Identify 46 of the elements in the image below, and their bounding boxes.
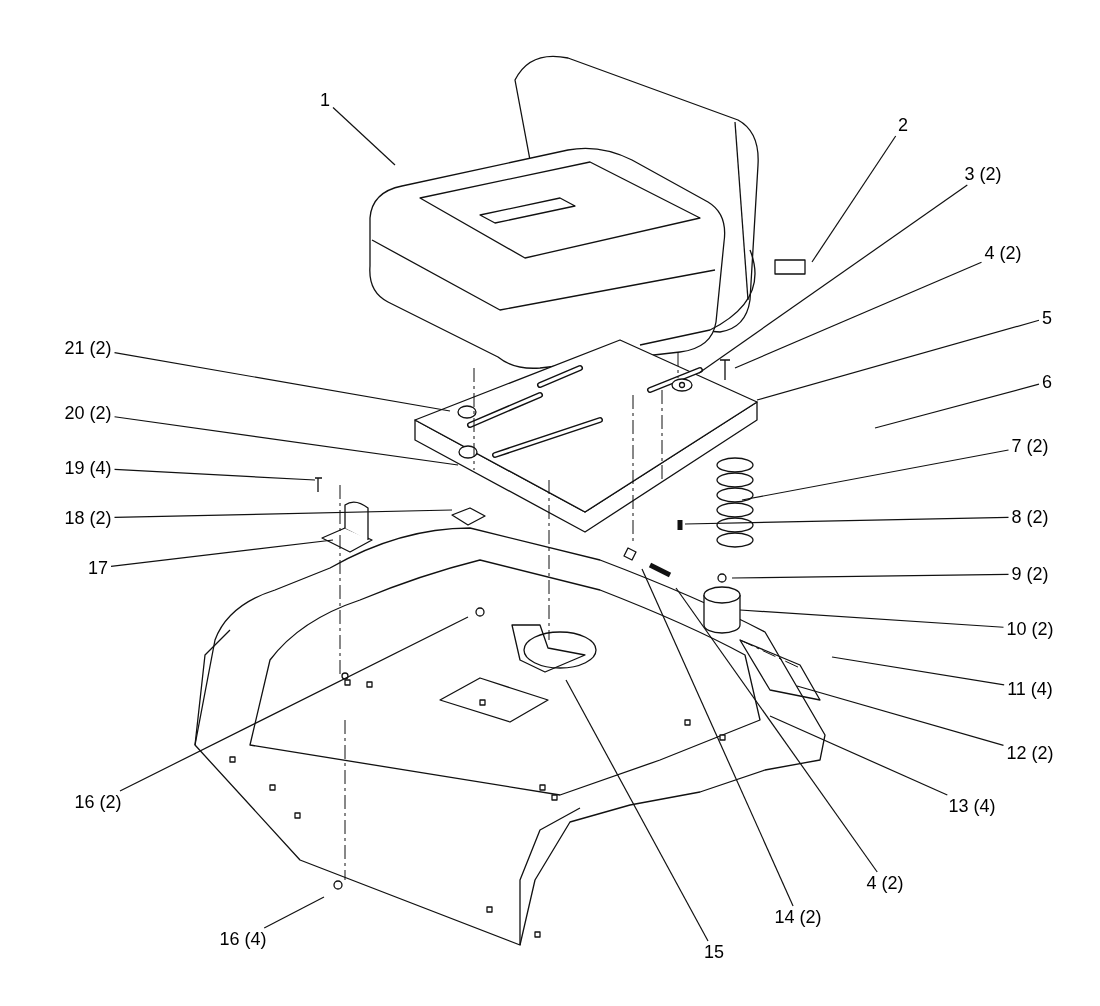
callout-number: 3 (2): [964, 164, 1002, 184]
leader-line: [796, 685, 1005, 746]
callout-number: 4 (2): [984, 243, 1022, 263]
callout-number: 7 (2): [1011, 436, 1049, 456]
leader-line: [739, 609, 1005, 628]
leader-line: [831, 656, 1005, 686]
leader-line: [741, 449, 1010, 501]
leader-line: [119, 616, 469, 792]
leader-line: [641, 568, 794, 907]
callout-number: 15: [704, 942, 724, 962]
leader-line: [874, 383, 1040, 429]
callout-number: 20 (2): [64, 403, 112, 423]
callout-number: 12 (2): [1006, 743, 1054, 763]
callout-number: 19 (4): [64, 458, 112, 478]
leader-line: [731, 573, 1010, 579]
leader-line: [769, 715, 948, 796]
callout-number: 17: [88, 558, 108, 578]
leader-line: [698, 184, 968, 374]
leader-line: [113, 509, 453, 518]
leader-line: [811, 135, 897, 263]
leader-line: [113, 352, 451, 412]
leader-line: [675, 587, 878, 873]
callout-number: 4 (2): [866, 873, 904, 893]
leader-line: [332, 106, 396, 166]
leader-line: [113, 468, 316, 481]
callout-number: 2: [898, 115, 908, 135]
callout-number: 16 (4): [219, 929, 267, 949]
callout-number: 11 (4): [1007, 679, 1053, 699]
callout-number: 1: [320, 90, 330, 110]
callout-number: 8 (2): [1011, 507, 1049, 527]
callout-number: 18 (2): [64, 508, 112, 528]
leader-line: [756, 319, 1040, 401]
leader-line: [684, 516, 1010, 525]
leader-line: [113, 416, 459, 466]
callout-number: 21 (2): [64, 338, 112, 358]
leader-line: [565, 679, 709, 942]
callout-number: 5: [1042, 308, 1052, 328]
leader-line: [734, 261, 983, 369]
callout-number: 6: [1042, 372, 1052, 392]
callout-number: 10 (2): [1006, 619, 1054, 639]
callout-number: 13 (4): [948, 796, 996, 816]
callout-number: 9 (2): [1011, 564, 1049, 584]
callout-number: 14 (2): [774, 907, 822, 927]
leader-line: [263, 896, 325, 929]
leader-line: [110, 539, 334, 568]
callout-number: 16 (2): [74, 792, 122, 812]
